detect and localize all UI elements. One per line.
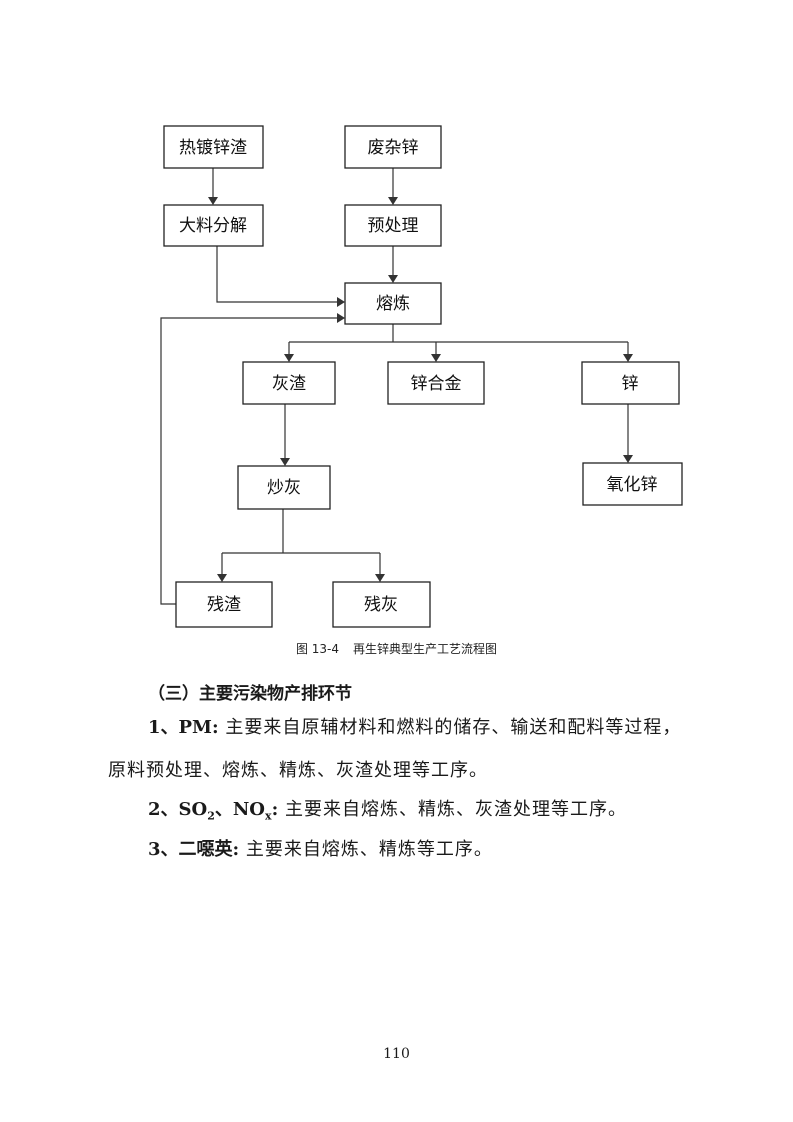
- item-so2-nox: 2、SO2、NOx: 主要来自熔炼、精炼、灰渣处理等工序。: [148, 795, 627, 823]
- node-label: 大料分解: [179, 216, 247, 236]
- node-label: 残渣: [207, 595, 241, 615]
- node-residue-slag: 残渣: [175, 581, 275, 628]
- node-label: 熔炼: [376, 294, 410, 314]
- item-pm-text-line2: 原料预处理、熔炼、精炼、灰渣处理等工序。: [108, 760, 488, 781]
- label-sub-x: x: [265, 809, 272, 823]
- node-label: 热镀锌渣: [179, 138, 247, 158]
- node-scrap-zinc: 废杂锌: [344, 125, 444, 169]
- figure-caption: 图 13-4 再生锌典型生产工艺流程图: [0, 640, 793, 657]
- node-zinc-oxide: 氧化锌: [582, 462, 685, 506]
- item-dioxin: 3、二噁英: 主要来自熔炼、精炼等工序。: [148, 835, 493, 861]
- figure-title: 再生锌典型生产工艺流程图: [353, 642, 498, 656]
- item-pm: 1、PM: 主要来自原辅材料和燃料的储存、输送和配料等过程，: [148, 713, 681, 739]
- node-zinc: 锌: [581, 361, 682, 405]
- node-residue-ash: 残灰: [332, 581, 433, 628]
- label-colon: :: [271, 799, 279, 820]
- item-so2-nox-text: 主要来自熔炼、精炼、灰渣处理等工序。: [284, 799, 627, 820]
- flow-connectors: [160, 168, 633, 605]
- node-label: 氧化锌: [607, 475, 658, 495]
- item-pm-continuation: 原料预处理、熔炼、精炼、灰渣处理等工序。: [108, 756, 488, 782]
- figure-number: 图 13-4: [295, 642, 340, 656]
- item-pm-label: 1、PM:: [148, 717, 219, 738]
- section-heading: （三）主要污染物产排环节: [148, 684, 352, 704]
- node-label: 锌合金: [411, 374, 462, 394]
- label-sub-2: 2: [207, 809, 215, 823]
- label-no: 、NO: [214, 799, 265, 820]
- node-label: 灰渣: [272, 374, 306, 394]
- item-dioxin-text: 主要来自熔炼、精炼等工序。: [245, 839, 493, 860]
- node-smelting: 熔炼: [344, 282, 444, 325]
- process-flowchart: 热镀锌渣 废杂锌 大料分解 预处理 熔炼 灰渣 锌合金 锌 炒灰: [160, 125, 685, 628]
- node-hot-dip-dross: 热镀锌渣: [163, 125, 266, 169]
- node-label: 炒灰: [267, 478, 301, 498]
- page-number: 110: [383, 1046, 410, 1062]
- node-label: 残灰: [364, 595, 398, 615]
- node-label: 预处理: [368, 216, 419, 236]
- item-so2-nox-label: 2、SO2、NOx:: [148, 799, 279, 823]
- node-pretreatment: 预处理: [344, 204, 444, 247]
- node-fried-ash: 炒灰: [237, 465, 333, 510]
- item-dioxin-label: 3、二噁英:: [148, 839, 240, 860]
- label-so: 2、SO: [148, 799, 208, 820]
- item-pm-text-line1: 主要来自原辅材料和燃料的储存、输送和配料等过程，: [225, 717, 682, 738]
- node-ash-slag: 灰渣: [242, 361, 338, 405]
- node-bulk-decomposition: 大料分解: [163, 204, 266, 247]
- node-label: 锌: [622, 374, 639, 394]
- node-zinc-alloy: 锌合金: [387, 361, 487, 405]
- node-label: 废杂锌: [368, 138, 419, 158]
